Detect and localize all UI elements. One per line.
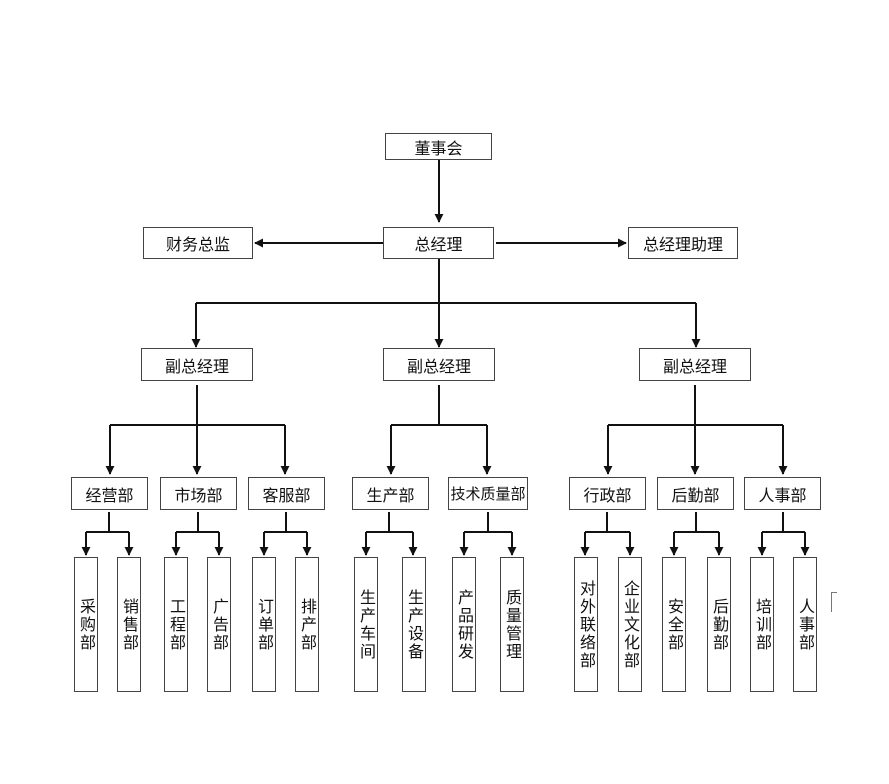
unit-xiaoshou: 销售部 [117, 557, 141, 692]
unit-zhiliang: 质量管理 [500, 557, 524, 692]
unit-chejian: 生产车间 [354, 557, 378, 692]
vice-gm-left-box: 副总经理 [141, 348, 253, 381]
unit-paichan: 排产部 [295, 557, 319, 692]
finance-director-box: 财务总监 [143, 227, 253, 259]
unit-houqin: 后勤部 [707, 557, 731, 692]
dept-shichang: 市场部 [160, 477, 237, 510]
general-manager-box: 总经理 [383, 227, 494, 259]
unit-caigou: 采购部 [74, 557, 98, 692]
vice-gm-right-box: 副总经理 [639, 348, 751, 381]
unit-anquan: 安全部 [662, 557, 686, 692]
vice-gm-middle-box: 副总经理 [383, 348, 495, 381]
dept-shengchan: 生产部 [352, 477, 429, 510]
dept-xingzheng: 行政部 [569, 477, 646, 510]
unit-yanfa: 产品研发 [452, 557, 476, 692]
dept-jishu-zhiliang: 技术质量部 [448, 477, 528, 510]
unit-dingdan: 订单部 [252, 557, 276, 692]
unit-gongcheng: 工程部 [164, 557, 188, 692]
unit-wenhua: 企业文化部 [618, 557, 642, 692]
dept-renshi: 人事部 [744, 477, 821, 510]
dept-houqin: 后勤部 [657, 477, 734, 510]
unit-duiwai: 对外联络部 [574, 557, 598, 692]
unit-renshi: 人事部 [793, 557, 817, 692]
dept-kefu: 客服部 [248, 477, 325, 510]
unit-peixun: 培训部 [750, 557, 774, 692]
unit-shebei: 生产设备 [402, 557, 426, 692]
gm-assistant-box: 总经理助理 [628, 227, 738, 259]
board-box: 董事会 [385, 133, 492, 160]
corner-mark [831, 592, 837, 612]
dept-jingying: 经营部 [71, 477, 148, 510]
unit-guanggao: 广告部 [207, 557, 231, 692]
